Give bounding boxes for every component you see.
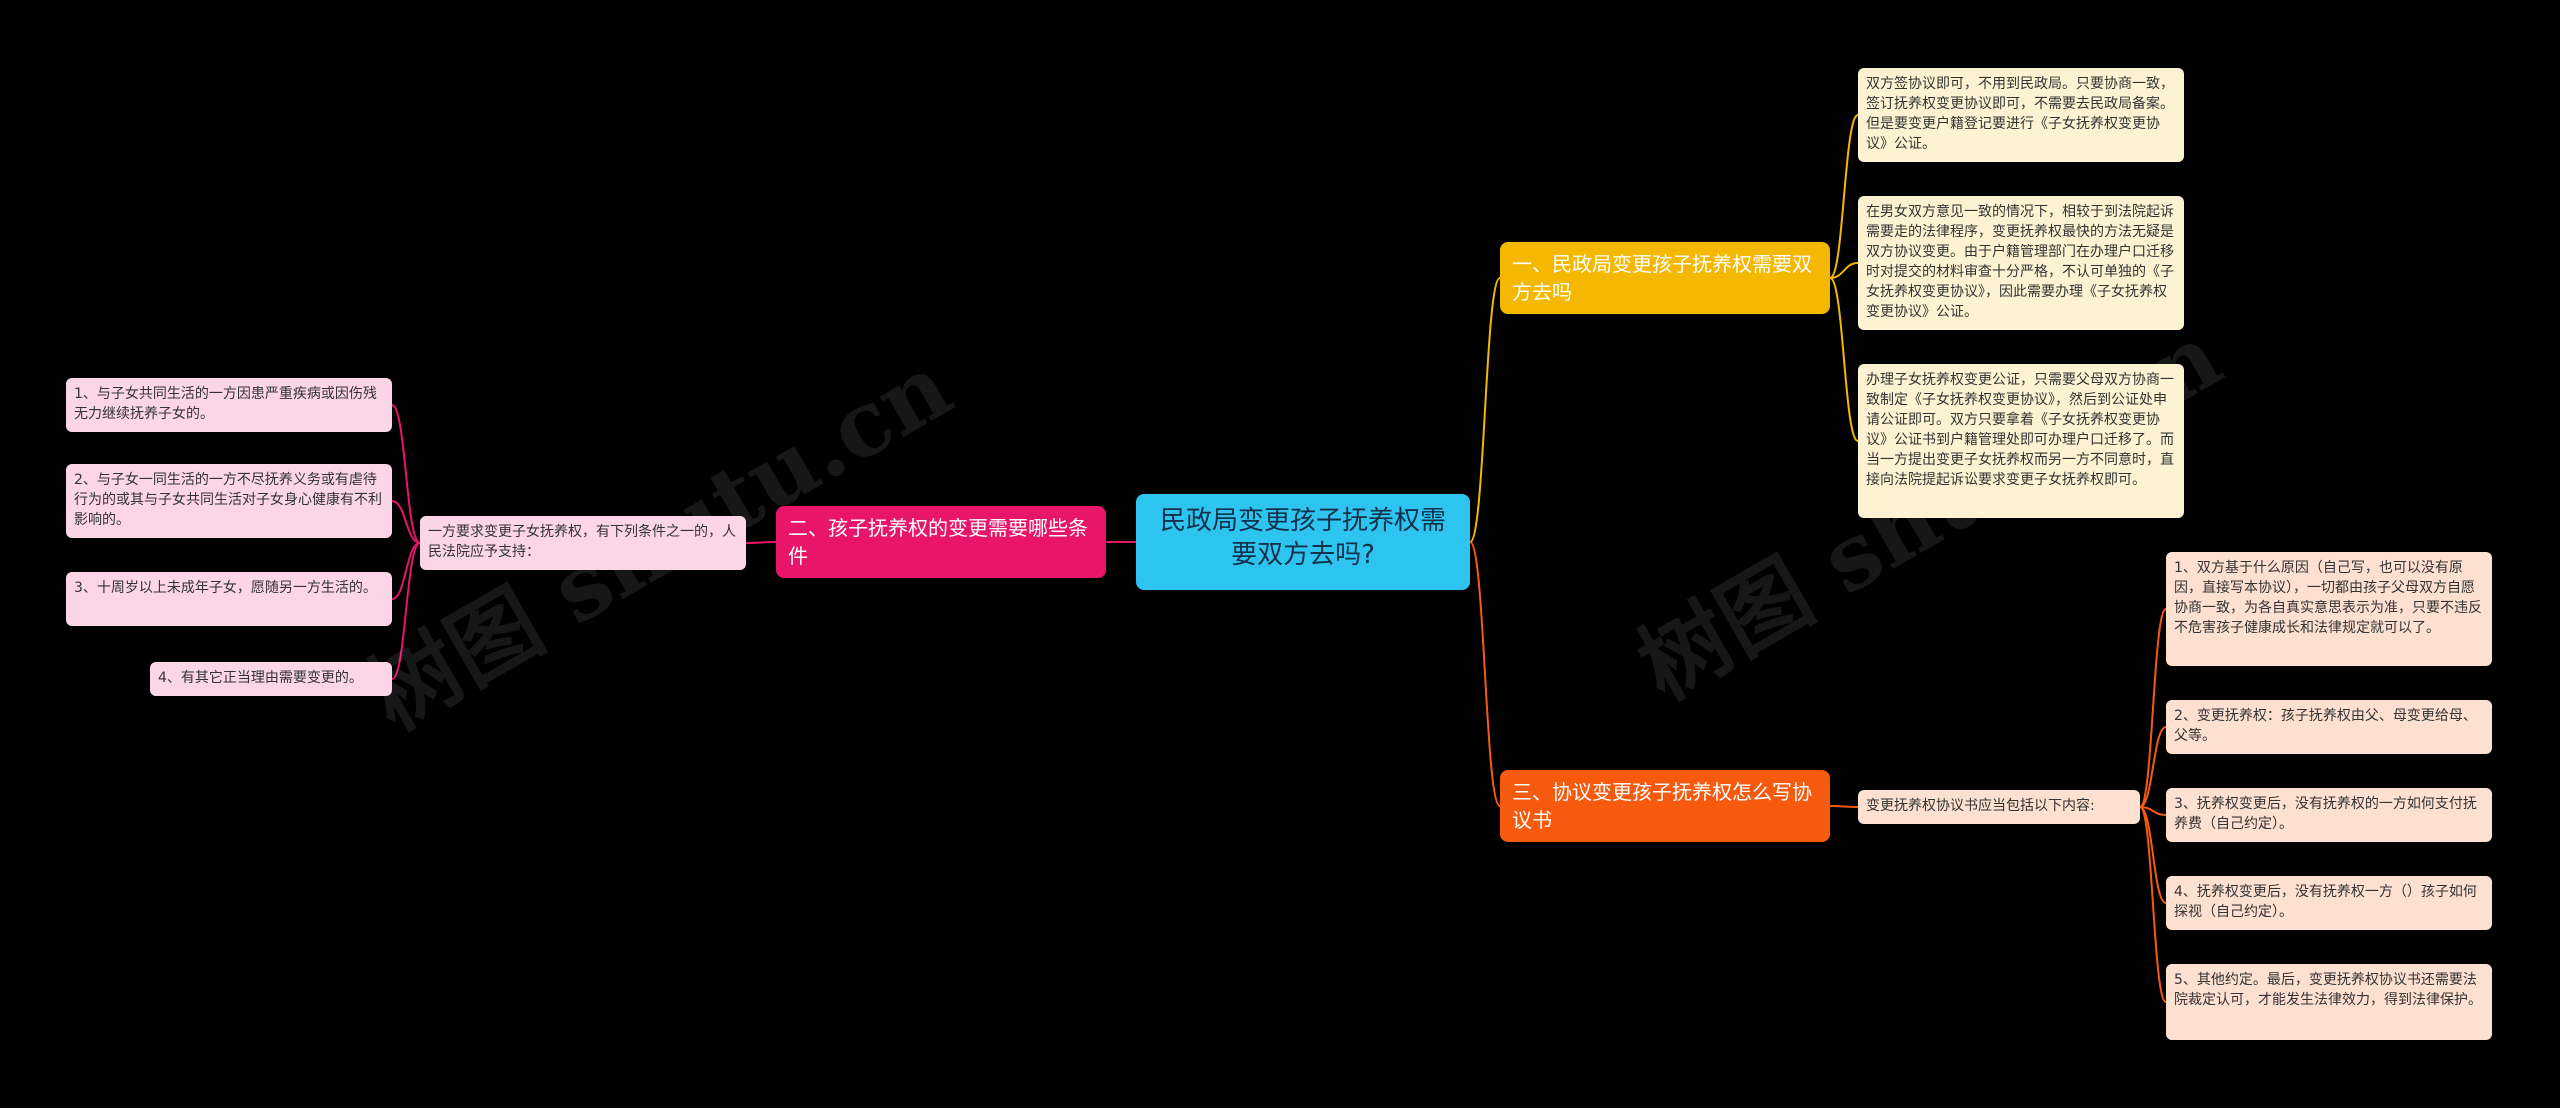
- branch2-leaf[interactable]: 3、十周岁以上未成年子女，愿随另一方生活的。: [66, 572, 392, 626]
- branch-to-leaf-line: [391, 500, 421, 544]
- branch1-leaf[interactable]: 在男女双方意见一致的情况下，相较于到法院起诉需要走的法律程序，变更抚养权最快的方…: [1858, 196, 2184, 330]
- branch3-leaf[interactable]: 5、其他约定。最后，变更抚养权协议书还需要法院裁定认可，才能发生法律效力，得到法…: [2166, 964, 2492, 1040]
- branch-to-leaf-line: [1829, 262, 1859, 279]
- branch1-leaf[interactable]: 双方签协议即可，不用到民政局。只要协商一致，签订抚养权变更协议即可，不需要去民政…: [1858, 68, 2184, 162]
- branch-to-leaf-line: [391, 542, 421, 600]
- branch2-leaf[interactable]: 1、与子女共同生活的一方因患严重疾病或因伤残无力继续抚养子女的。: [66, 378, 392, 432]
- branch2-leaf[interactable]: 2、与子女一同生活的一方不尽抚养义务或有虐待行为的或其与子女共同生活对子女身心健…: [66, 464, 392, 538]
- branch-to-leaf-line: [2139, 726, 2167, 808]
- root-topic[interactable]: 民政局变更孩子抚养权需要双方去吗?: [1136, 494, 1470, 590]
- branch2-leaf[interactable]: 4、有其它正当理由需要变更的。: [150, 662, 392, 696]
- branch-to-leaf-line: [2139, 608, 2167, 808]
- branch3-leaf[interactable]: 2、变更抚养权：孩子抚养权由父、母变更给母、父等。: [2166, 700, 2492, 754]
- branch1-topic[interactable]: 一、民政局变更孩子抚养权需要双方去吗: [1500, 242, 1830, 314]
- branch-to-leaf-line: [1829, 277, 1859, 442]
- branch-to-leaf-line: [2139, 806, 2167, 1003]
- branch3-leaf[interactable]: 3、抚养权变更后，没有抚养权的一方如何支付抚养费（自己约定）。: [2166, 788, 2492, 842]
- branch3-content-intro[interactable]: 变更抚养权协议书应当包括以下内容:: [1858, 790, 2140, 824]
- branch2-condition-intro[interactable]: 一方要求变更子女抚养权，有下列条件之一的，人民法院应予支持：: [420, 516, 746, 570]
- branch-to-leaf-line: [1829, 114, 1859, 279]
- branch-to-leaf-line: [391, 404, 421, 544]
- root-to-branch-line: [1469, 277, 1501, 543]
- branch-to-leaf-line: [2139, 806, 2167, 904]
- branch-to-leaf-line: [2139, 806, 2167, 816]
- branch1-leaf[interactable]: 办理子女抚养权变更公证，只需要父母双方协商一致制定《子女抚养权变更协议》，然后到…: [1858, 364, 2184, 518]
- branch3-leaf[interactable]: 1、双方基于什么原因（自己写，也可以没有原因，直接写本协议），一切都由孩子父母双…: [2166, 552, 2492, 666]
- root-to-branch-line: [1469, 541, 1501, 807]
- branch-to-leaf-line: [391, 542, 421, 680]
- branch2-topic[interactable]: 二、孩子抚养权的变更需要哪些条件: [776, 506, 1106, 578]
- branch-to-leaf-line: [1829, 805, 1859, 808]
- branch3-topic[interactable]: 三、协议变更孩子抚养权怎么写协议书: [1500, 770, 1830, 842]
- branch3-leaf[interactable]: 4、抚养权变更后，没有抚养权一方（）孩子如何探视（自己约定）。: [2166, 876, 2492, 930]
- branch-to-leaf-line: [745, 541, 777, 544]
